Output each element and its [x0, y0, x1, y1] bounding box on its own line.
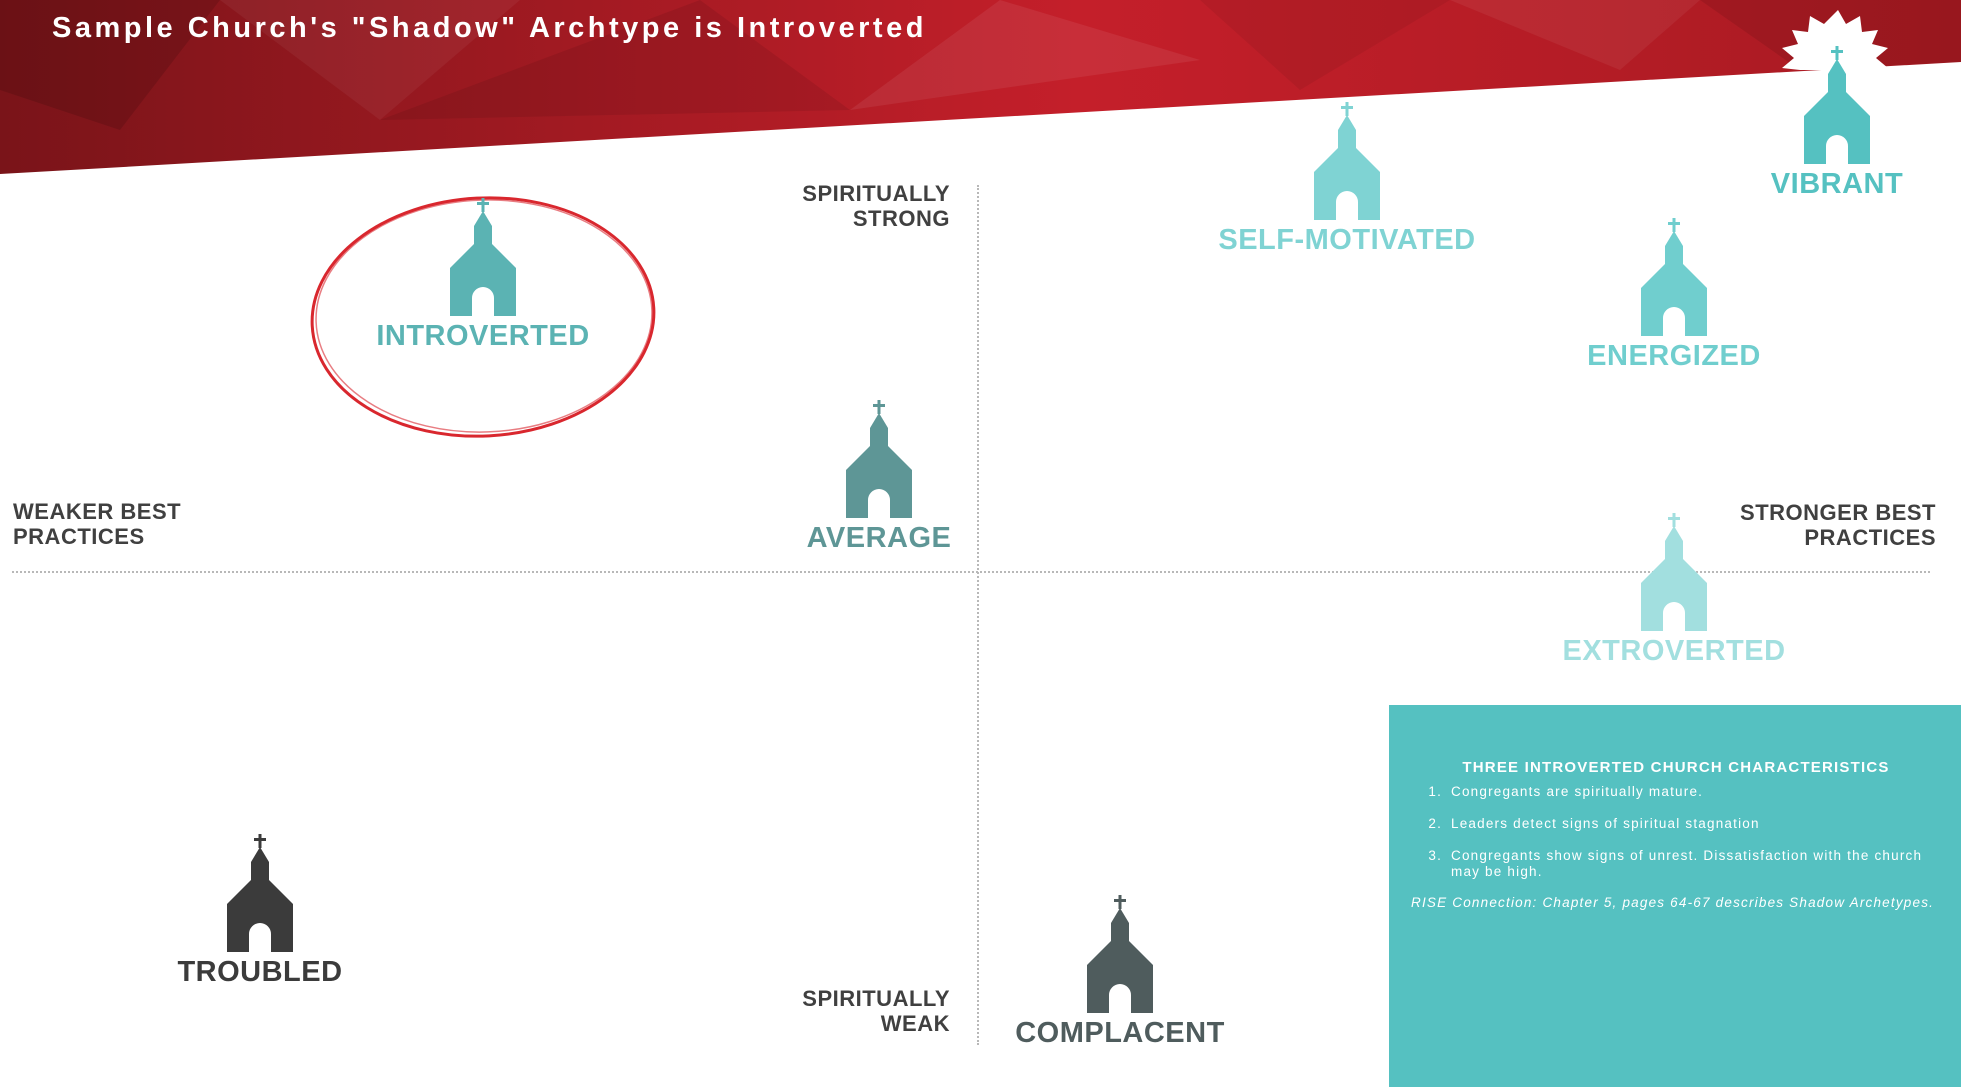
archetype-label: SELF-MOTIVATED	[1218, 224, 1476, 256]
archetype-average: AVERAGE	[719, 400, 1039, 555]
archetype-introverted: INTROVERTED	[323, 198, 643, 353]
archetype-label: VIBRANT	[1770, 168, 1904, 200]
church-icon	[1641, 513, 1707, 631]
church-icon	[1087, 895, 1153, 1013]
archetype-extroverted: EXTROVERTED	[1514, 513, 1834, 668]
archetype-label: EXTROVERTED	[1562, 635, 1786, 667]
page-title: Sample Church's "Shadow" Archtype is Int…	[52, 12, 927, 44]
archetype-troubled: TROUBLED	[100, 834, 420, 989]
archetype-label: INTROVERTED	[376, 320, 590, 352]
info-heading: THREE INTROVERTED CHURCH CHARACTERISTICS	[1462, 759, 1890, 776]
list-item: Leaders detect signs of spiritual stagna…	[1447, 816, 1941, 832]
archetype-vibrant: VIBRANT	[1677, 46, 1961, 201]
archetype-label: TROUBLED	[177, 956, 343, 988]
rise-connection-note: RISE Connection: Chapter 5, pages 64-67 …	[1411, 895, 1935, 910]
characteristics-list: Congregants are spiritually mature. Lead…	[1411, 784, 1941, 880]
list-item: Congregants show signs of unrest. Dissat…	[1447, 848, 1941, 880]
church-icon	[227, 834, 293, 952]
sunburst-icon	[1782, 10, 1888, 70]
header-banner	[0, 0, 1961, 174]
archetype-label: COMPLACENT	[1015, 1017, 1225, 1049]
church-icon	[1804, 46, 1870, 164]
archetype-energized: ENERGIZED	[1514, 218, 1834, 373]
list-item: Congregants are spiritually mature.	[1447, 784, 1941, 800]
church-icon	[450, 198, 516, 316]
highlight-circle	[310, 196, 656, 438]
archetype-complacent: COMPLACENT	[960, 895, 1280, 1050]
archetype-label: AVERAGE	[806, 522, 952, 554]
church-icon	[1314, 102, 1380, 220]
church-icon	[846, 400, 912, 518]
archetype-label: ENERGIZED	[1587, 340, 1761, 372]
horizontal-axis-line	[12, 571, 1930, 573]
vertical-axis-line	[977, 185, 979, 1045]
church-icon	[1641, 218, 1707, 336]
info-box: THREE INTROVERTED CHURCH CHARACTERISTICS…	[1389, 705, 1961, 1087]
archetype-self-motivated: SELF-MOTIVATED	[1187, 102, 1507, 257]
